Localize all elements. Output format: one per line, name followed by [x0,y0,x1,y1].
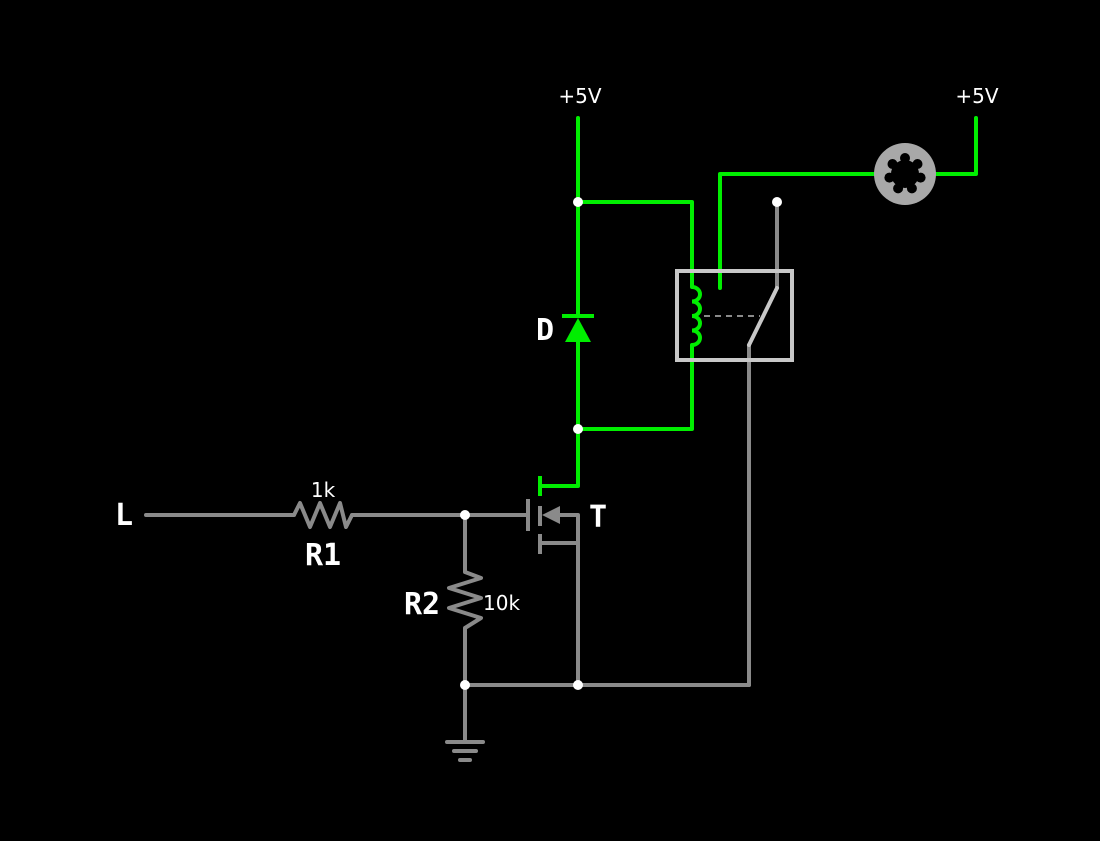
r1-name: R1 [305,538,341,573]
node-switch-no [772,197,782,207]
relay-icon[interactable] [675,269,794,362]
diode-d[interactable] [562,314,594,342]
r2-value: 10k [483,591,520,615]
supply-right-label: +5V [955,84,998,108]
r1-value: 1k [311,478,336,502]
ground-icon [445,740,485,762]
transistor-name: T [589,500,607,535]
resistor-r1[interactable] [292,501,354,529]
node-bottom-left [460,680,470,690]
wire-coil-top [576,200,694,289]
node-bottom-source [573,680,583,690]
junction-nodes [460,197,782,690]
motor-icon[interactable] [874,143,936,205]
node-diode-top [573,197,583,207]
transistor-arrow [542,506,560,524]
r2-name: R2 [404,587,440,622]
motor-gear [884,153,926,194]
wire-motor-right [933,116,978,176]
node-gate [460,510,470,520]
transistor-t[interactable] [526,476,578,554]
node-drain [573,424,583,434]
inactive-wires [144,201,779,742]
supply-left-label: +5V [558,84,601,108]
relay-box [675,269,794,362]
diode-name: D [536,313,554,348]
active-wires [576,116,978,488]
resistor-r2[interactable] [447,570,483,630]
wire-coil-bottom [576,343,694,431]
input-label: L [115,498,133,533]
wire-motor-left [718,172,877,290]
relay-switch-arm [747,286,779,347]
diode-triangle [565,318,591,342]
relay-coil [691,285,702,347]
